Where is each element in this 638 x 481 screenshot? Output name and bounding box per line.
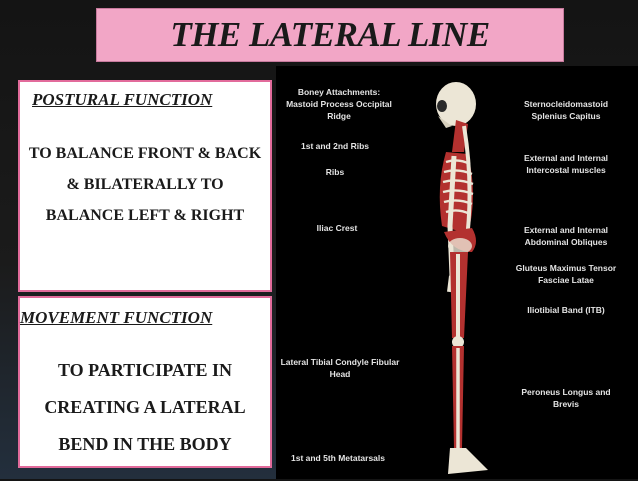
left-label-ribs: Ribs [325, 167, 345, 177]
postural-function-panel: POSTURAL FUNCTION TO BALANCE FRONT & BAC… [18, 80, 272, 292]
knee [452, 336, 464, 348]
left-label-iliac-crest: Iliac Crest [316, 223, 358, 233]
postural-heading: POSTURAL FUNCTION [32, 90, 213, 109]
movement-text: TO PARTICIPATE IN CREATING A LATERAL BEN… [44, 360, 246, 454]
movement-function-panel: MOVEMENT FUNCTION TO PARTICIPATE IN CREA… [18, 296, 272, 468]
right-label-peroneus: Peroneus Longus and Brevis [521, 387, 611, 409]
eye-socket [437, 100, 447, 112]
iliac-crest [448, 238, 472, 254]
postural-text: TO BALANCE FRONT & BACK & BILATERALLY TO… [28, 145, 262, 224]
movement-heading: MOVEMENT FUNCTION [20, 308, 213, 327]
foot [448, 448, 488, 474]
right-label-obliques: External and Internal Abdominal Obliques [523, 225, 609, 247]
skull [436, 82, 476, 126]
title-banner: THE LATERAL LINE [96, 8, 564, 62]
lateral-line-figure: Boney Attachments: Mastoid Process Occip… [276, 66, 638, 479]
left-label-tibial-condyle: Lateral Tibial Condyle Fibular Head [280, 357, 400, 379]
right-label-gluteus: Gluteus Maximus Tensor Fasciae Latae [515, 263, 617, 285]
left-label-1st-2nd-ribs: 1st and 2nd Ribs [300, 141, 369, 151]
left-label-bony-attachments: Boney Attachments: Mastoid Process Occip… [286, 87, 392, 121]
right-label-itb: Iliotibial Band (ITB) [527, 305, 605, 315]
right-label-scm: Sternocleidomastoid Splenius Capitus [523, 99, 609, 121]
jaw [438, 116, 452, 128]
slide-title: THE LATERAL LINE [170, 15, 490, 54]
skeleton-illustration [436, 82, 488, 474]
right-label-intercostals: External and Internal Intercostal muscle… [523, 153, 609, 175]
left-label-metatarsals: 1st and 5th Metatarsals [290, 453, 385, 463]
